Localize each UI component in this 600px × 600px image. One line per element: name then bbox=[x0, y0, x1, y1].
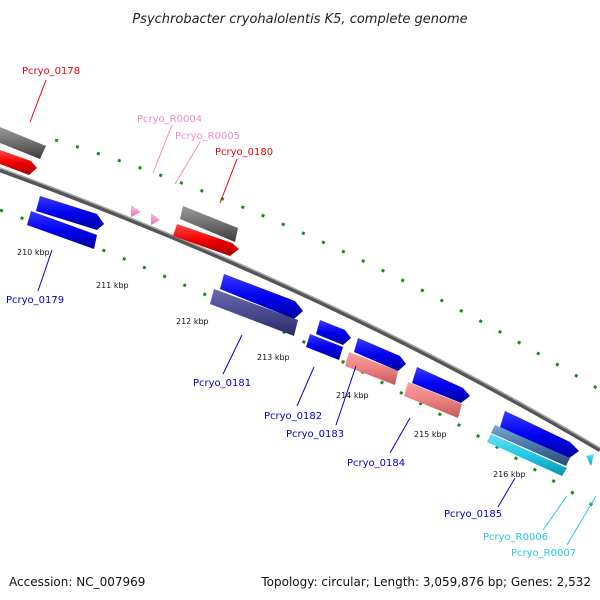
gene-feature-pcryo-0178[interactable] bbox=[0, 150, 37, 175]
genome-backbone-highlight bbox=[0, 167, 600, 449]
gene-feature-pcryo-r0007[interactable] bbox=[586, 454, 594, 466]
gene-feature-pcryo-0179[interactable] bbox=[27, 211, 97, 249]
gene-feature-blue[interactable] bbox=[36, 196, 104, 230]
tick-labels: 210 kbp 211 kbp 212 kbp 213 kbp 214 kbp … bbox=[17, 248, 526, 479]
gene-feature-blue-3[interactable] bbox=[354, 338, 406, 371]
leader-lines bbox=[29, 79, 597, 546]
gene-label-pcryo-0178[interactable]: Pcryo_0178 bbox=[22, 66, 80, 77]
gene-label-pcryo-r0007[interactable]: Pcryo_R0007 bbox=[511, 548, 576, 559]
gc-track-inner bbox=[0, 208, 600, 512]
gene-label-pcryo-0184[interactable]: Pcryo_0184 bbox=[347, 458, 405, 469]
gene-labels: Pcryo_0178 Pcryo_R0004 Pcryo_R0005 Pcryo… bbox=[6, 66, 576, 559]
tick-label: 213 kbp bbox=[257, 353, 290, 362]
gene-label-pcryo-r0005[interactable]: Pcryo_R0005 bbox=[175, 131, 240, 142]
gene-feature-pcryo-r0005[interactable] bbox=[151, 213, 160, 225]
accession-label: Accession: NC_007969 bbox=[9, 575, 145, 589]
tick-label: 214 kbp bbox=[336, 391, 369, 400]
genome-backbone bbox=[0, 167, 600, 452]
tick-label: 216 kbp bbox=[493, 470, 526, 479]
gene-label-pcryo-0185[interactable]: Pcryo_0185 bbox=[444, 509, 502, 520]
gene-feature-gray[interactable] bbox=[0, 127, 46, 159]
gene-feature-steel[interactable] bbox=[491, 425, 570, 466]
genome-stats: Topology: circular; Length: 3,059,876 bp… bbox=[260, 575, 591, 589]
gene-label-pcryo-0183[interactable]: Pcryo_0183 bbox=[286, 429, 344, 440]
gene-feature-pcryo-r0004[interactable] bbox=[131, 205, 141, 217]
tick-label: 210 kbp bbox=[17, 248, 50, 257]
gene-feature-pcryo-r0006[interactable] bbox=[487, 434, 567, 476]
gene-feature-blue-2[interactable] bbox=[220, 274, 303, 319]
gene-feature-pcryo-0180[interactable] bbox=[173, 224, 239, 256]
tick-label: 215 kbp bbox=[414, 430, 447, 439]
gene-feature-pcryo-0184[interactable] bbox=[404, 382, 462, 418]
tick-label: 212 kbp bbox=[176, 317, 209, 326]
map-title: Psychrobacter cryohalolentis K5, complet… bbox=[132, 12, 467, 27]
gc-track-outer bbox=[54, 138, 600, 392]
gene-label-pcryo-0181[interactable]: Pcryo_0181 bbox=[193, 378, 251, 389]
gene-label-pcryo-r0004[interactable]: Pcryo_R0004 bbox=[137, 114, 202, 125]
tick-label: 211 kbp bbox=[96, 281, 129, 290]
gene-label-pcryo-0182[interactable]: Pcryo_0182 bbox=[264, 411, 322, 422]
gene-feature-pcryo-0182[interactable] bbox=[316, 320, 351, 345]
gene-label-pcryo-r0006[interactable]: Pcryo_R0006 bbox=[483, 532, 548, 543]
gene-feature-salmon[interactable] bbox=[345, 352, 398, 385]
gene-feature-pcryo-0185[interactable] bbox=[500, 411, 579, 459]
gene-feature-pcryo-0181[interactable] bbox=[210, 289, 298, 336]
gene-feature-gray-2[interactable] bbox=[180, 206, 238, 242]
gene-label-pcryo-0179[interactable]: Pcryo_0179 bbox=[6, 295, 64, 306]
gene-feature-pcryo-0183[interactable] bbox=[306, 334, 343, 360]
gene-label-pcryo-0180[interactable]: Pcryo_0180 bbox=[215, 147, 273, 158]
gene-feature-blue-4[interactable] bbox=[412, 367, 470, 403]
